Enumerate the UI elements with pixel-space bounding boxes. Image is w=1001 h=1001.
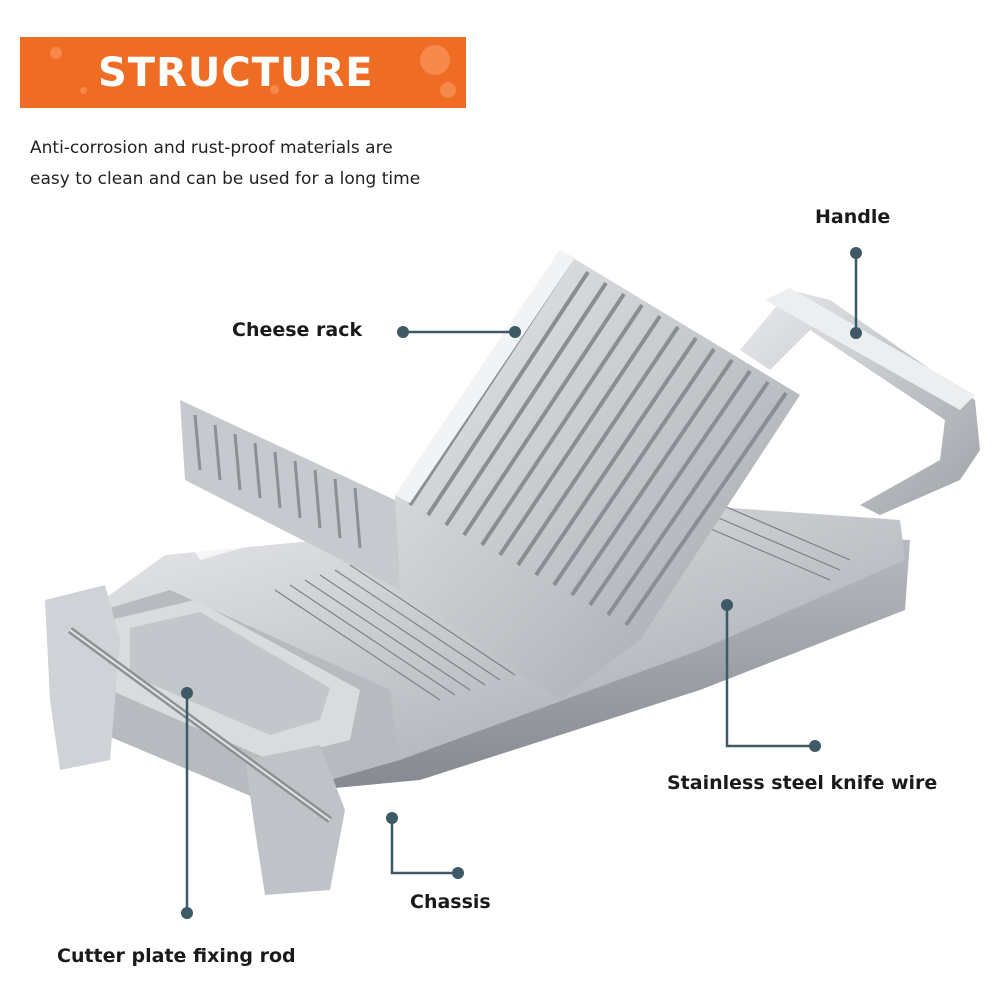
- title-banner: STRUCTURE: [20, 37, 466, 108]
- callout-lines: [185, 253, 858, 913]
- label-knife-wire: Stainless steel knife wire: [667, 772, 938, 794]
- knife-wires: [274, 499, 851, 701]
- label-cheese-rack: Cheese rack: [232, 319, 363, 341]
- label-handle: Handle: [815, 206, 891, 228]
- callout-chassis: [390, 818, 458, 875]
- callout-knife-wire: [725, 605, 815, 748]
- banner-title: STRUCTURE: [98, 49, 374, 96]
- cheese-rack: [395, 250, 800, 700]
- subtitle-line-2: easy to clean and can be used for a long…: [30, 169, 421, 189]
- label-fixing-rod: Cutter plate fixing rod: [57, 945, 296, 967]
- subtitle: Anti-corrosion and rust-proof materials …: [30, 133, 490, 195]
- label-chassis: Chassis: [410, 891, 491, 913]
- callout-dots: [181, 247, 862, 919]
- subtitle-line-1: Anti-corrosion and rust-proof materials …: [30, 138, 393, 158]
- end-frame: [45, 585, 345, 895]
